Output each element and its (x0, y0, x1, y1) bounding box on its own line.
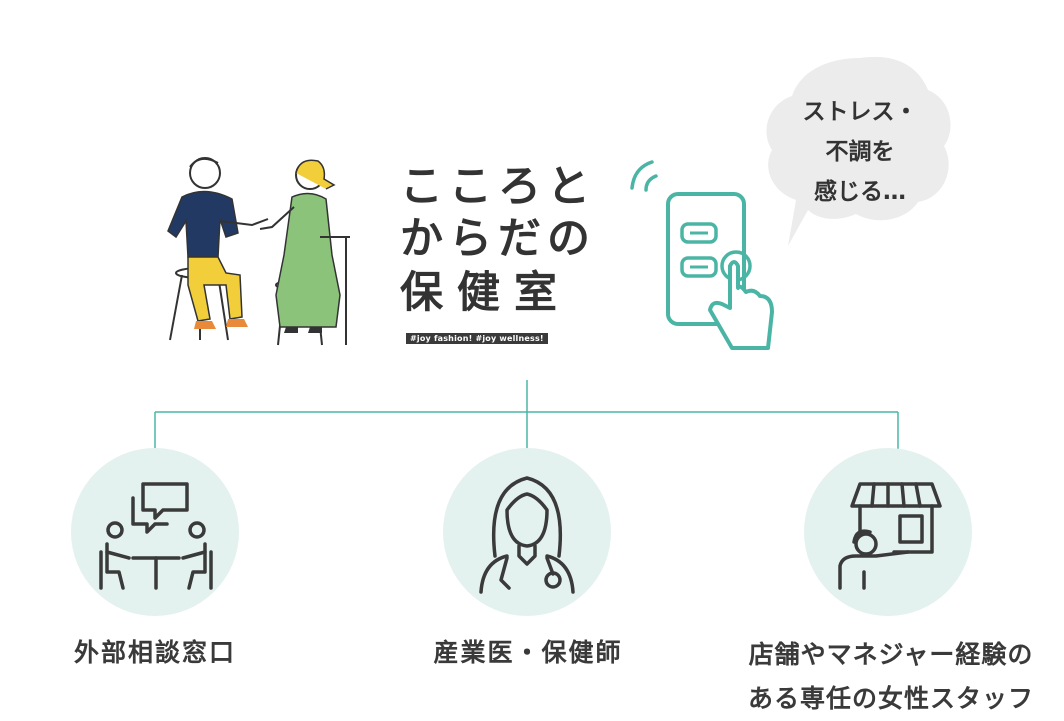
consultation-illustration (160, 145, 360, 360)
branch-label-doctor: 産業医・保健師 (433, 638, 623, 667)
doctor-circle (443, 448, 611, 616)
counseling-circle (71, 448, 239, 616)
branch-label-staff: 店舗やマネジャー経験の ある専任の女性スタッフ (724, 633, 1058, 721)
store-staff-icon (838, 482, 942, 590)
bubble-line: 感じる… (814, 179, 906, 205)
logo-tagline: #joy fashion! #joy wellness! (406, 333, 548, 344)
bubble-line: 不調を (825, 139, 895, 165)
branch-label-staff-line: ある専任の女性スタッフ (747, 684, 1034, 713)
bubble-text: ストレス・ 不調を 感じる… (780, 92, 940, 212)
branch-label-staff-line: 店舗やマネジャー経験の (748, 640, 1034, 669)
logo-line-3: 保健室 (400, 268, 571, 318)
logo-line-2: からだの (400, 214, 596, 264)
logo-block: こころと からだの 保健室 #joy fashion! #joy wellnes… (400, 160, 600, 360)
branch-label-counseling: 外部相談窓口 (73, 638, 236, 667)
doctor-icon (479, 476, 575, 594)
store-staff-circle (804, 448, 972, 616)
speech-bubble (760, 50, 960, 250)
smartphone-tap-icon (626, 158, 786, 358)
logo-line-1: こころと (400, 162, 596, 212)
counseling-icon (99, 482, 213, 590)
bubble-line: ストレス・ (802, 99, 918, 125)
